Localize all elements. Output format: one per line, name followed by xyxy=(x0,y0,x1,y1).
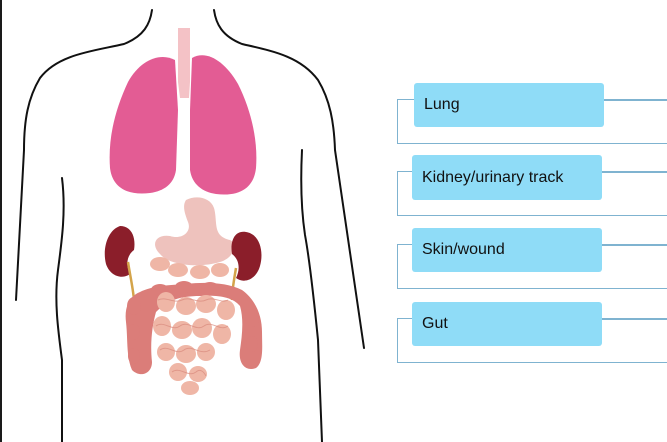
skin-label-text: Skin/wound xyxy=(422,241,505,259)
kidney-connector-tail xyxy=(602,171,667,173)
lung-connector-tail xyxy=(604,99,667,101)
lung-label-box: Lung xyxy=(414,83,604,127)
body-illustration xyxy=(0,0,380,442)
trachea xyxy=(178,28,190,98)
gut-label-text: Gut xyxy=(422,315,448,333)
stomach xyxy=(155,197,234,265)
skin-label-box: Skin/wound xyxy=(412,228,602,272)
right-lung xyxy=(190,55,256,194)
gut-connector-tail xyxy=(602,318,667,320)
gut-label-box: Gut xyxy=(412,302,602,346)
left-lung xyxy=(110,57,178,194)
lung-label-text: Lung xyxy=(424,96,460,114)
kidney-label-text: Kidney/urinary track xyxy=(422,169,563,187)
kidney-label-box: Kidney/urinary track xyxy=(412,155,602,200)
skin-connector-tail xyxy=(602,244,667,246)
